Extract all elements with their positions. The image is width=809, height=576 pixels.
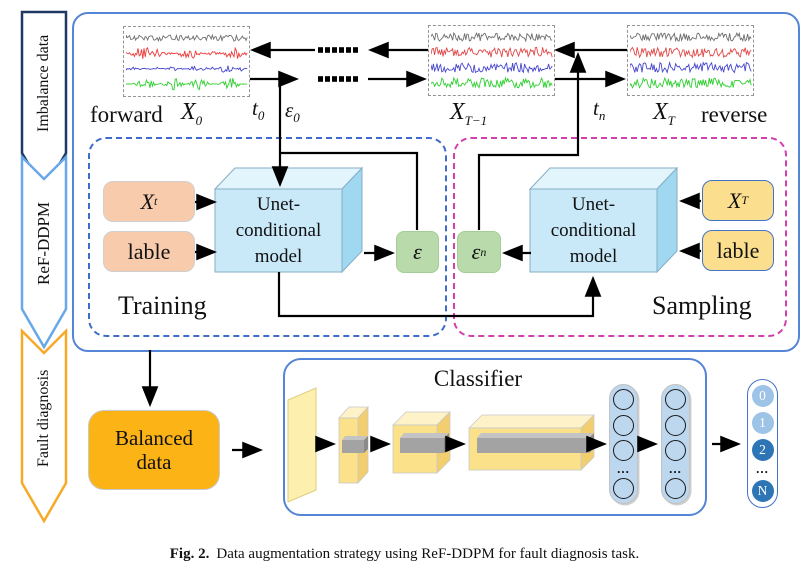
tn-sub: n — [598, 108, 606, 124]
training-dashed-box — [88, 137, 447, 337]
unet-model-label-sampling: Unet- conditional model — [550, 194, 637, 268]
classifier-box — [283, 358, 707, 516]
signal-trace — [430, 31, 553, 43]
caption-text: Data augmentation strategy using ReF-DDP… — [216, 546, 640, 562]
neuron-ellipsis: ... — [669, 460, 682, 476]
epsilon-output-box: ε — [396, 231, 439, 273]
tn-base: t — [593, 96, 599, 120]
neuron-circle — [613, 389, 634, 410]
neuron-ellipsis: ... — [617, 460, 630, 476]
classifier-title: Classifier — [433, 366, 523, 391]
xt-input-base: X — [140, 188, 155, 214]
training-title: Training — [118, 291, 207, 320]
banner-label: Imbalance data — [35, 34, 52, 132]
xt-1-label: XT−1 — [450, 99, 487, 129]
ref-ddpm-outer-box — [72, 12, 800, 352]
signal-trace — [629, 60, 752, 74]
neuron-circle — [665, 440, 686, 461]
signal-trace — [125, 65, 248, 73]
xt-sampling-sub: T — [741, 193, 749, 207]
xt-input-sub: t — [154, 194, 158, 208]
waveform-svg — [125, 33, 248, 91]
epsilon-n-sub: n — [480, 244, 487, 259]
signal-trace — [629, 31, 752, 43]
class-output-column: 0 1 2... N — [747, 379, 778, 508]
banner-fault-diagnosis: Fault diagnosis — [22, 356, 66, 480]
label-input-text: lable — [127, 238, 171, 264]
signal-trace — [430, 76, 553, 89]
signal-trace — [430, 62, 553, 74]
neuron-circle — [613, 440, 634, 461]
label-input-text: lable — [716, 237, 760, 263]
xt-sampling-base: X — [727, 187, 742, 213]
waveform-svg — [629, 31, 752, 89]
sampling-dashed-box — [453, 137, 787, 337]
neuron-circle — [613, 414, 634, 436]
x0-base: X — [181, 99, 196, 125]
eps0-base: ε — [285, 98, 294, 122]
class-circle-1: 1 — [751, 412, 774, 434]
waveform-svg — [430, 31, 553, 89]
t0-base: t — [252, 96, 258, 120]
banner-label: ReF-DDPM — [34, 201, 53, 285]
tn-label: tn — [593, 96, 605, 124]
dense-layer-1: ... — [609, 384, 638, 504]
label-input-box-training: lable — [103, 231, 195, 272]
xt-sub: T — [667, 112, 675, 128]
label-input-box-sampling: lable — [702, 230, 774, 271]
class-circle-0: 0 — [751, 385, 774, 407]
neuron-circle — [665, 414, 686, 436]
signal-trace — [629, 76, 752, 89]
signal-trace — [125, 33, 248, 43]
unet-model-label-training: Unet- conditional model — [235, 194, 322, 268]
signal-panel-xt-1 — [428, 25, 555, 96]
signal-panel-x0 — [123, 26, 250, 97]
class-circle-N: N — [751, 480, 774, 502]
x0-sub: 0 — [195, 112, 203, 128]
dense-layer-2: ... — [661, 384, 690, 504]
signal-panel-xt — [627, 25, 754, 96]
signal-trace — [125, 46, 248, 60]
banner-label: Fault diagnosis — [35, 369, 52, 467]
eps0-sub: 0 — [293, 110, 300, 126]
neuron-circle — [613, 478, 634, 499]
signal-trace — [430, 46, 553, 58]
class-ellipsis: ... — [756, 461, 769, 476]
figure-caption: Fig. 2. Data augmentation strategy using … — [0, 546, 809, 563]
signal-trace — [125, 78, 248, 91]
eps0-label: ε0 — [285, 98, 300, 126]
balanced-data-box: Balanced data — [88, 410, 220, 490]
xt-1-sub: T−1 — [464, 112, 488, 128]
banner-ref-ddpm: ReF-DDPM — [22, 180, 66, 306]
t0-sub: 0 — [257, 108, 265, 124]
t0-label: t0 — [252, 96, 264, 124]
xt-1-base: X — [450, 99, 465, 125]
reverse-label: reverse — [701, 102, 768, 127]
neuron-circle — [665, 389, 686, 410]
neuron-circle — [665, 478, 686, 499]
sampling-title: Sampling — [652, 291, 752, 320]
xt-label: XT — [653, 99, 675, 129]
signal-trace — [629, 46, 752, 59]
epsilon-base: ε — [413, 239, 422, 264]
xt-base: X — [653, 99, 668, 125]
x0-label: X0 — [181, 99, 202, 129]
banner-imbalance-data: Imbalance data — [22, 18, 66, 148]
forward-label: forward — [90, 102, 163, 127]
epsilon-n-base: ε — [471, 239, 481, 264]
class-circle-2: 2 — [751, 439, 774, 461]
caption-tag: Fig. 2. — [169, 546, 210, 562]
